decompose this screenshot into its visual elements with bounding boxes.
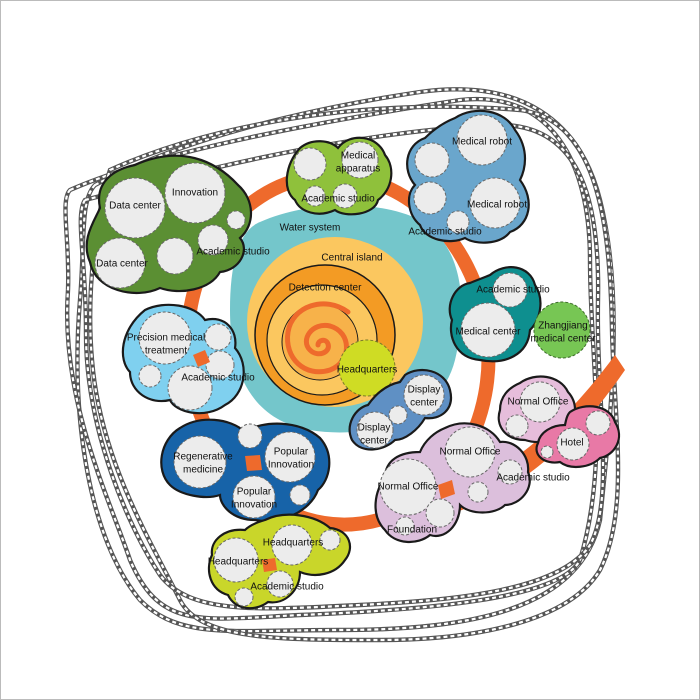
- central-island-label: Central island: [321, 253, 382, 264]
- normal-office-pink-label: Normal Office: [508, 397, 569, 408]
- display-center-label-1a: Display: [408, 385, 441, 396]
- foundation-label: Foundation: [387, 525, 437, 536]
- academic-studio-yellow-label: Academic studio: [250, 582, 324, 593]
- headquarters-center-circle[interactable]: [338, 339, 396, 397]
- precision-medical-label-2: treatment: [145, 346, 187, 357]
- cluster-medical-robot[interactable]: Medical robot Medical robot Academic stu…: [406, 109, 530, 244]
- academic-studio-lightblue-label: Academic studio: [181, 373, 255, 384]
- spiral: [285, 301, 351, 375]
- cluster-hotel[interactable]: Hotel: [535, 405, 621, 468]
- display-center-label-1b: center: [410, 398, 438, 409]
- cluster-medical-apparatus[interactable]: Medical apparatus Academic studio: [285, 136, 393, 216]
- detection-center-label: Detection center: [289, 283, 362, 294]
- medical-apparatus-label-1: Medical: [341, 151, 375, 162]
- medical-center-label: Medical center: [455, 327, 521, 338]
- academic-studio-lime-label: Academic studio: [301, 194, 375, 205]
- display-center-label-2b: center: [360, 436, 388, 447]
- headquarters-label-1: Headquarters: [263, 538, 324, 549]
- academic-studio-blue-label: Academic studio: [408, 227, 482, 238]
- cluster-regenerative[interactable]: Regenerative medicine Popular Innovation…: [160, 418, 331, 523]
- zhangjiang-label-1: Zhangjiang: [538, 321, 587, 332]
- innovation-label: Innovation: [172, 188, 218, 199]
- cluster-headquarters[interactable]: Headquarters Headquarters Academic studi…: [208, 513, 352, 610]
- precision-medical-label-1: Precision medical: [127, 333, 205, 344]
- medical-apparatus-label-2: apparatus: [336, 164, 380, 175]
- data-center-label-2: Data center: [96, 259, 148, 270]
- academic-studio-green-label: Academic studio: [196, 247, 270, 258]
- cluster-precision-medical[interactable]: Precision medical treatment Academic stu…: [121, 303, 255, 415]
- regenerative-label-1: Regenerative: [173, 452, 233, 463]
- medical-robot-label-1: Medical robot: [452, 137, 512, 148]
- academic-studio-teal-label: Academic studio: [476, 285, 550, 296]
- zhangjiang-medical-center-circle[interactable]: [533, 301, 591, 359]
- cluster-data-innovation[interactable]: Data center Innovation Data center Acade…: [85, 154, 270, 295]
- normal-office-label-2: Normal Office: [378, 482, 439, 493]
- headquarters-label-2: Headquarters: [208, 557, 269, 568]
- headquarters-center-label: Headquarters: [337, 365, 398, 376]
- popular-innovation-label-2a: Popular: [237, 487, 272, 498]
- hotel-label: Hotel: [560, 438, 583, 449]
- water-system-label: Water system: [280, 223, 341, 234]
- cluster-display-center[interactable]: Display center Display center: [348, 368, 453, 451]
- regenerative-label-2: medicine: [183, 465, 223, 476]
- data-center-label-1: Data center: [109, 201, 161, 212]
- cluster-medical-center[interactable]: Medical center Academic studio: [448, 266, 550, 363]
- zhangjiang-label-2: medical center: [530, 334, 596, 345]
- cluster-normal-office-foundation[interactable]: Normal Office Normal Office Academic stu…: [374, 422, 571, 543]
- medical-robot-label-2: Medical robot: [467, 200, 527, 211]
- normal-office-label-1: Normal Office: [440, 447, 501, 458]
- popular-innovation-label-1b: Innovation: [268, 460, 314, 471]
- display-center-label-2a: Display: [358, 423, 391, 434]
- popular-innovation-label-2b: Innovation: [231, 500, 277, 511]
- academic-studio-lilac-label: Academic studio: [496, 473, 570, 484]
- popular-innovation-label-1a: Popular: [274, 447, 309, 458]
